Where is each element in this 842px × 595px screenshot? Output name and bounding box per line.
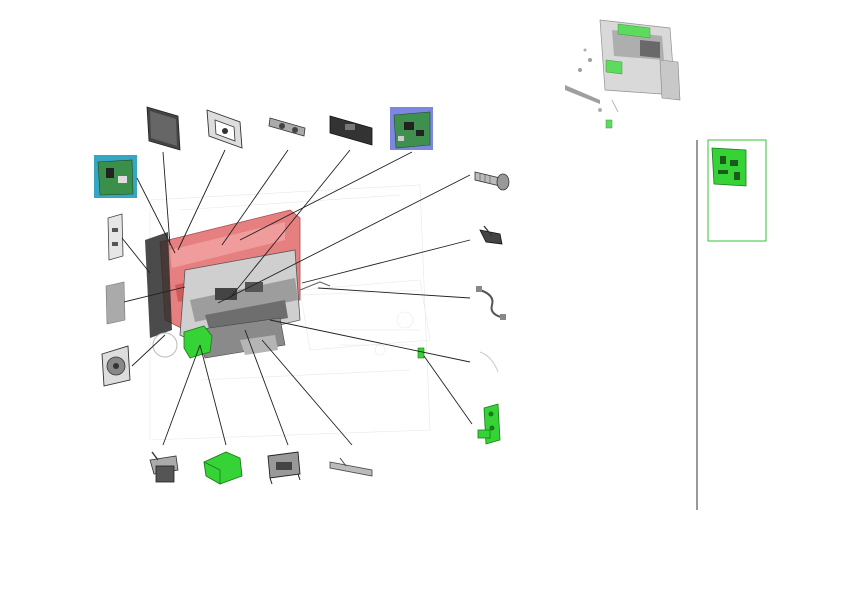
part-main-board-blue: [390, 107, 433, 150]
part-panel-plate: [146, 106, 181, 151]
left-side-frame: [145, 232, 172, 338]
part-clip-bracket: [479, 225, 503, 245]
inset-green-board: [711, 147, 747, 187]
part-green-block: [203, 451, 243, 485]
small-green-piece: [417, 347, 425, 359]
overview-thumbnail: [565, 19, 681, 129]
main-assembly: [145, 184, 431, 441]
callout-lines: [121, 149, 473, 446]
part-cover-sheet: [105, 281, 126, 325]
part-sub-board-teal: [94, 155, 137, 198]
green-block-on-assembly: [183, 325, 213, 359]
part-small-sensor-board-green: [477, 403, 501, 445]
part-mounting-frame: [206, 109, 243, 149]
part-side-bracket: [107, 213, 124, 261]
part-thin-curve: [479, 351, 499, 373]
part-screw: [474, 171, 510, 191]
inset-box: [707, 139, 767, 242]
part-shield-plate: [329, 115, 373, 146]
part-guide-rail: [329, 457, 373, 477]
part-motor-bracket: [149, 451, 179, 483]
part-cable-harness: [476, 286, 506, 320]
part-fan-unit: [101, 345, 131, 387]
part-connector-bracket: [267, 451, 301, 485]
part-rail-bracket: [268, 117, 306, 137]
